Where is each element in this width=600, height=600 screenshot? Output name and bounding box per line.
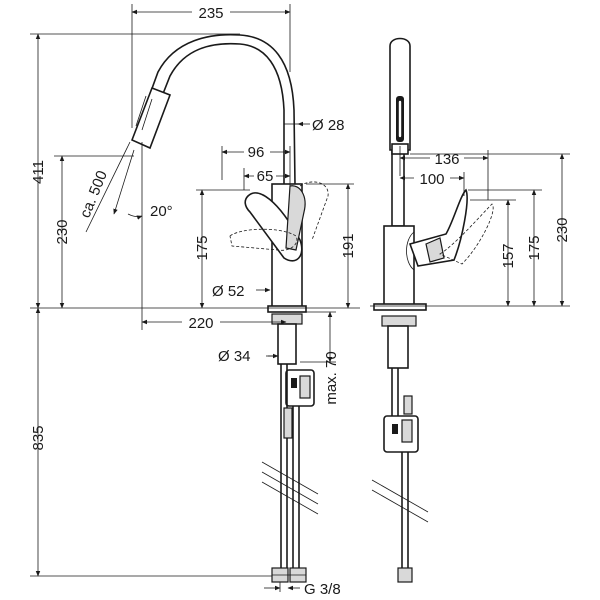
side-base-ring: [373, 303, 427, 311]
dim-65-text: 65: [257, 168, 274, 185]
side-lever: [408, 188, 468, 267]
side-mount-washer: [381, 315, 417, 327]
side-body-curve: [406, 231, 415, 271]
side-valve-cap: [401, 419, 413, 443]
dim-96-text: 96: [248, 144, 265, 161]
dim-191-text: 191: [340, 233, 357, 258]
spray-head: [130, 86, 172, 150]
side-hose-fitting: [397, 567, 413, 583]
spray-head-grip-line: [141, 98, 153, 131]
mount-shank: [277, 323, 297, 365]
side-view: 136 100 157 175 230: [370, 37, 571, 583]
front-view: 235 Ø 28 96 65 411 230 ca. 500 20°: [30, 3, 360, 598]
dim-100-text: 100: [419, 171, 444, 188]
dim-thread-text: G 3/8: [304, 581, 341, 598]
lever-dashed-position: [229, 228, 298, 251]
side-hose-coupling: [403, 395, 413, 415]
base-ring: [267, 305, 307, 313]
side-spray-slot-inner: [397, 99, 403, 139]
spout-outer: [133, 33, 296, 186]
dim-hole-diameter-text: Ø 34: [218, 348, 251, 365]
dim-835-text: 835: [30, 425, 47, 450]
break-marks-side: [371, 479, 429, 523]
side-body: [383, 225, 415, 307]
side-valve-clip: [392, 424, 398, 434]
dim-136-text: 136: [434, 151, 459, 168]
lever-side: [285, 185, 306, 251]
valve-cap: [299, 375, 311, 399]
dim-angle-text: 20°: [150, 203, 173, 220]
mount-washer: [271, 313, 303, 325]
hose-coupling: [283, 407, 293, 439]
dim-max-thickness-text: max. 70: [323, 351, 340, 404]
spray-head-grip: [135, 95, 147, 127]
dim-230-front-text: 230: [54, 219, 71, 244]
side-lever-grip: [425, 237, 445, 263]
dim-spout-diameter-text: Ø 28: [312, 117, 345, 134]
dim-base-diameter-text: Ø 52: [212, 283, 245, 300]
side-mount-shank: [387, 325, 409, 369]
dim-235-text: 235: [198, 5, 223, 22]
dim-175-front-text: 175: [194, 235, 211, 260]
break-marks-front: [261, 461, 319, 515]
spout-inner: [143, 42, 285, 185]
side-valve-box: [383, 415, 419, 453]
side-lever-dashed: [439, 203, 494, 265]
dim-175-side-text: 175: [526, 235, 543, 260]
dim-157-text: 157: [500, 243, 517, 268]
dim-spray-reach-text: ca. 500: [77, 168, 111, 220]
dim-411-text: 411: [30, 160, 47, 184]
dim-220-text: 220: [188, 315, 213, 332]
valve-clip: [291, 378, 297, 388]
dim-230-side-text: 230: [554, 217, 571, 242]
